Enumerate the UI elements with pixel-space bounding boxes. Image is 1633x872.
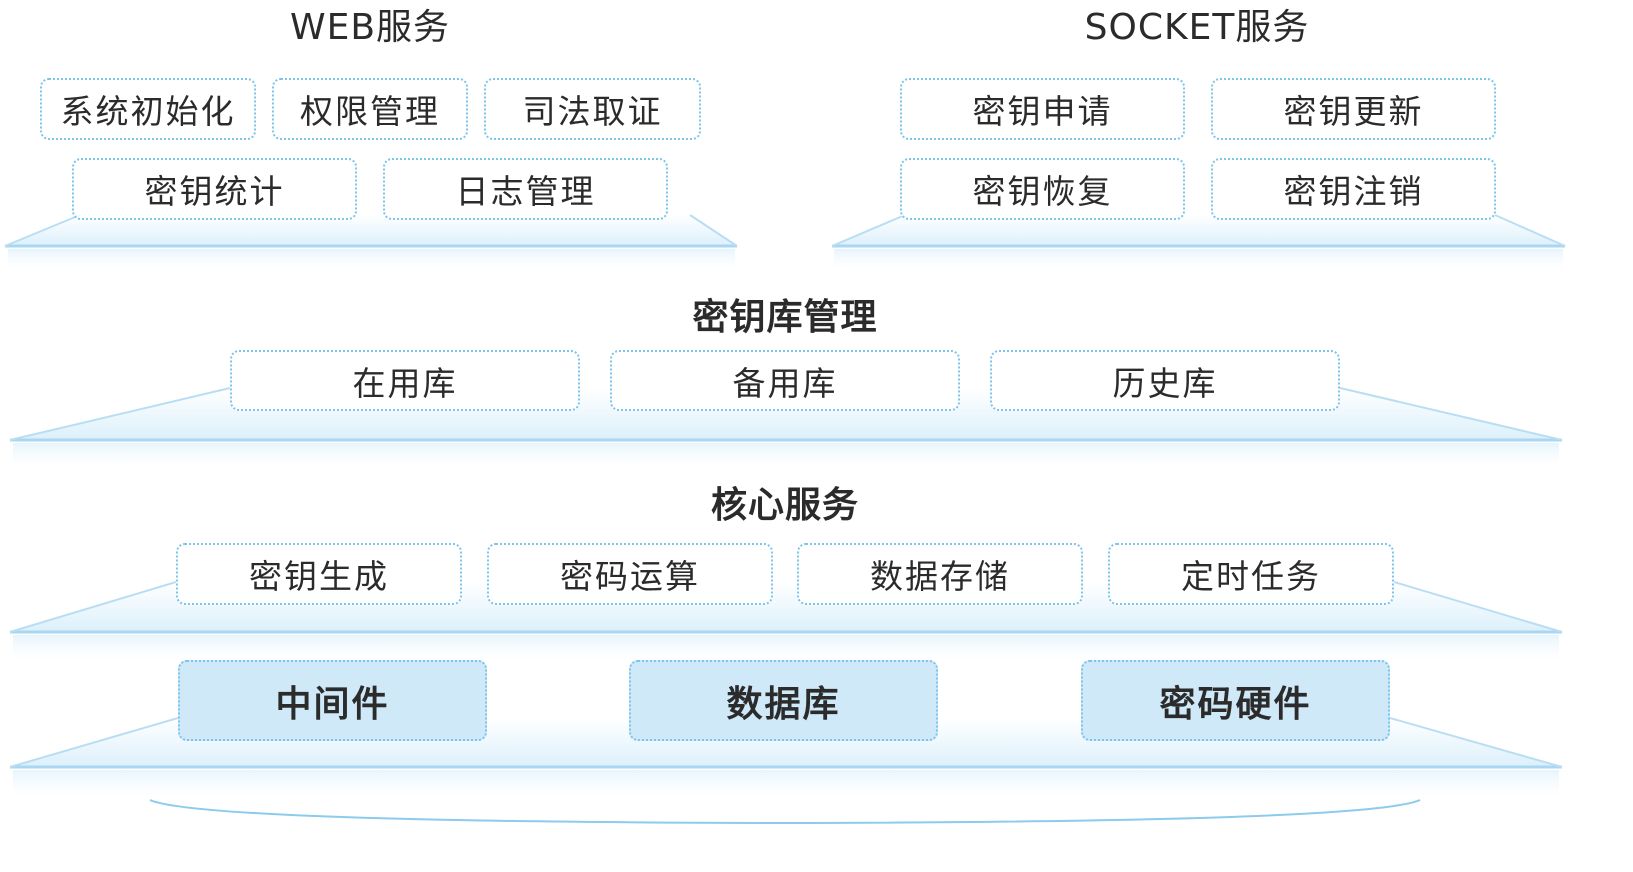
core-item-scheduled-tasks: 定时任务 xyxy=(1108,543,1394,605)
socket-item-key-apply: 密钥申请 xyxy=(900,78,1185,140)
keystore-item-backup: 备用库 xyxy=(610,350,960,411)
web-platform xyxy=(4,214,738,273)
base-item-middleware: 中间件 xyxy=(178,660,487,741)
web-item-system-init: 系统初始化 xyxy=(40,78,256,140)
socket-platform xyxy=(831,214,1566,273)
web-item-log-mgmt: 日志管理 xyxy=(383,158,668,220)
keystore-item-active: 在用库 xyxy=(230,350,580,411)
socket-item-key-update: 密钥更新 xyxy=(1211,78,1496,140)
socket-item-key-revoke: 密钥注销 xyxy=(1211,158,1496,220)
base-item-database: 数据库 xyxy=(629,660,938,741)
core-title: 核心服务 xyxy=(710,485,860,526)
web-item-forensics: 司法取证 xyxy=(484,78,701,140)
core-item-crypto-ops: 密码运算 xyxy=(487,543,773,605)
core-item-keygen: 密钥生成 xyxy=(176,543,462,605)
web-item-permission: 权限管理 xyxy=(272,78,468,140)
socket-item-key-recover: 密钥恢复 xyxy=(900,158,1185,220)
keystore-title: 密钥库管理 xyxy=(692,297,878,338)
core-item-data-storage: 数据存储 xyxy=(797,543,1083,605)
base-item-crypto-hardware: 密码硬件 xyxy=(1081,660,1390,741)
socket-service-title: SOCKET服务 xyxy=(1084,7,1310,48)
web-service-title: WEB服务 xyxy=(289,7,451,48)
keystore-item-history: 历史库 xyxy=(990,350,1340,411)
web-item-key-stats: 密钥统计 xyxy=(72,158,357,220)
